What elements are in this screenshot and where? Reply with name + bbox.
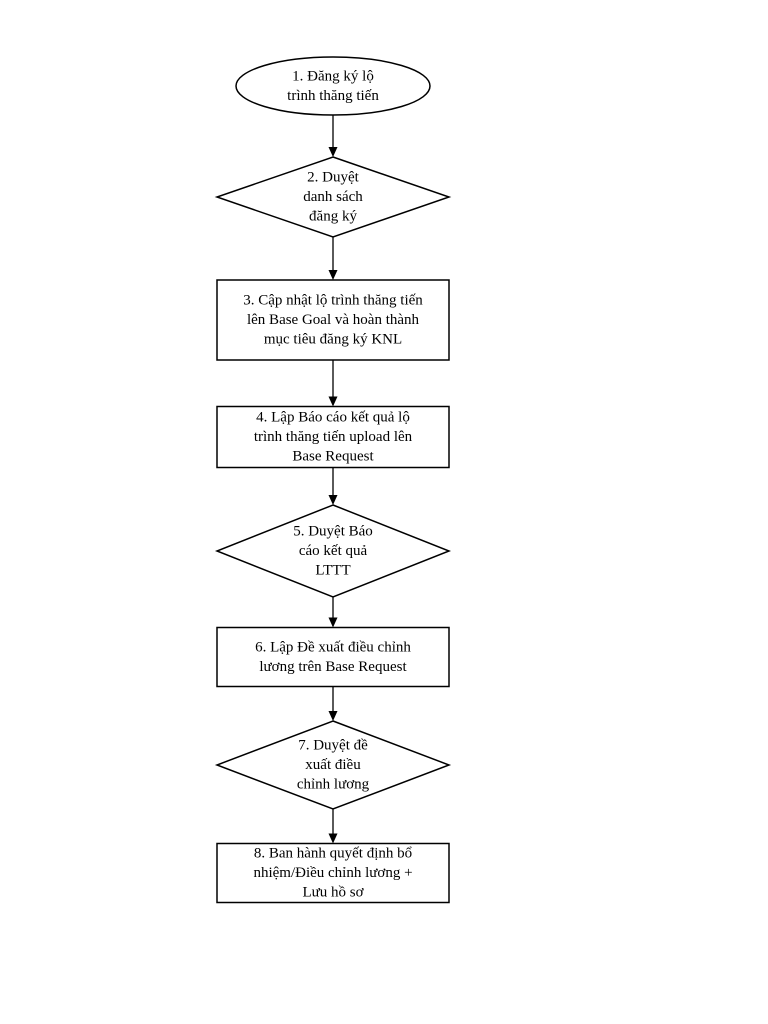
node-label-line: LTTT [315,563,350,579]
node-label-line: 2. Duyệt [307,170,359,186]
decision-shape [214,720,452,810]
process-shape [216,842,450,904]
arrowhead [328,270,338,280]
decision-shape [214,504,452,598]
node-label-line: mục tiêu đăng ký KNL [264,332,402,348]
node-label-line: lương trên Base Request [259,659,407,675]
arrowhead [328,147,338,157]
nodes-layer: 1. Đăng ký lộ trình thăng tiến 2. Duyệt dan… [214,56,452,904]
arrowhead [328,495,338,505]
arrowhead [328,833,338,844]
arrowhead [328,396,338,407]
flow-node-3: 3. Cập nhật lộ trình thăng tiến lên Base … [216,279,450,361]
flow-arrow-5 [328,597,338,628]
flow-node-6: 6. Lập Đề xuất điều chỉnh lương trên Base… [216,626,450,688]
flow-arrow-6 [328,686,338,721]
node-label-line: lên Base Goal và hoàn thành [247,312,420,328]
flow-arrow-4 [328,467,338,505]
flow-arrow-7 [328,809,338,844]
arrowhead [328,711,338,721]
node-label-line: trình thăng tiến upload lên [254,429,413,445]
node-label-line: 3. Cập nhật lộ trình thăng tiến [243,293,423,309]
arrowhead [328,617,338,628]
process-shape [216,405,450,469]
node-label-line: 1. Đăng ký lộ [292,68,374,84]
flow-arrow-3 [328,360,338,407]
node-label-line: Base Request [292,449,374,465]
node-label-line: 5. Duyệt Báo [293,524,373,540]
node-label-line: danh sách [303,189,363,205]
node-label-line: 4. Lập Báo cáo kết quả lộ [256,410,410,426]
terminator-shape [235,56,431,116]
flow-node-1: 1. Đăng ký lộ trình thăng tiến [235,56,431,116]
node-label-line: xuất điều [305,757,361,773]
process-shape [216,626,450,688]
node-label-line: Lưu hồ sơ [302,885,364,901]
node-label-line: 7. Duyệt đề [298,738,368,754]
node-label-line: đăng ký [309,209,357,225]
node-label-line: 6. Lập Đề xuất điều chỉnh [255,639,411,655]
flow-node-8: 8. Ban hành quyết định bổ nhiệm/Điều chỉn… [216,842,450,904]
node-label-line: 8. Ban hành quyết định bổ [254,846,412,862]
flow-node-4: 4. Lập Báo cáo kết quả lộ trình thăng tiế… [216,405,450,469]
node-label-line: nhiệm/Điều chỉnh lương + [253,865,412,881]
flow-arrow-1 [328,115,338,157]
flow-arrow-2 [328,237,338,280]
flow-node-7: 7. Duyệt đề xuất điều chỉnh lương [214,720,452,810]
decision-shape [214,156,452,238]
node-label-line: cáo kết quả [299,543,368,559]
node-label-line: trình thăng tiến [287,88,379,104]
edges-layer [328,115,338,844]
node-label-line: chỉnh lương [297,777,370,793]
flow-node-2: 2. Duyệt danh sách đăng ký [214,156,452,238]
process-shape [216,279,450,361]
